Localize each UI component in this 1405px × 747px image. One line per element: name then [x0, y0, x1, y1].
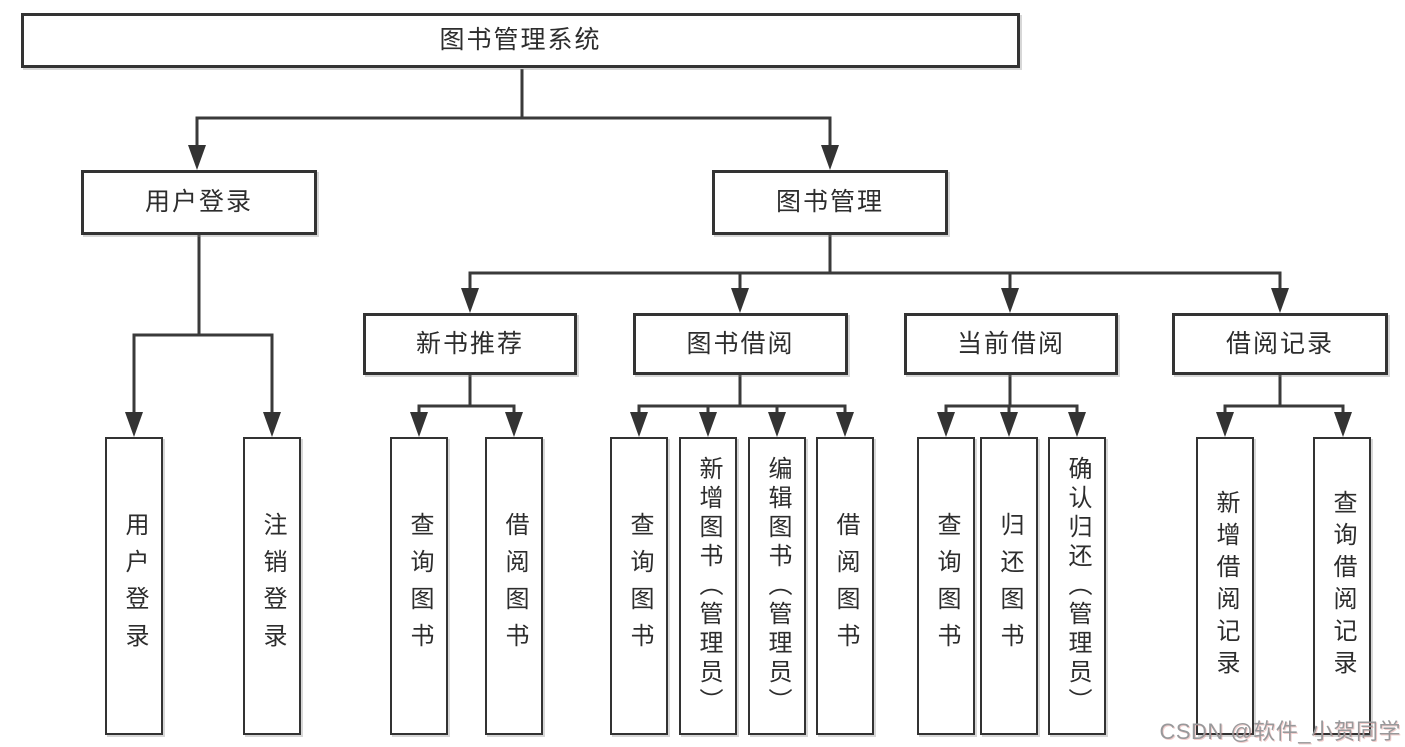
- leaf-add-books-admin: 新增图书（管理员）: [679, 437, 737, 735]
- connector-recommend-bracket: [417, 404, 516, 416]
- connector-level3-bracket: [468, 271, 1282, 291]
- connector-records-bracket: [1223, 404, 1345, 416]
- arrowhead-icon: [1000, 412, 1018, 437]
- arrowhead-icon: [188, 145, 206, 170]
- arrowhead-icon: [410, 412, 428, 437]
- arrowhead-icon: [1271, 288, 1289, 313]
- leaf-borrow-books-recommend: 借阅图书: [485, 437, 543, 735]
- arrowhead-icon: [630, 412, 648, 437]
- arrowhead-icon: [505, 412, 523, 437]
- connector-level1-bracket: [195, 116, 832, 150]
- node-new-book-recommend: 新书推荐: [363, 313, 577, 375]
- arrowhead-icon: [821, 145, 839, 170]
- csdn-watermark: CSDN @软件_小贺同学: [1159, 719, 1401, 744]
- arrowhead-icon: [1216, 412, 1234, 437]
- leaf-query-books-borrowing: 查询图书: [610, 437, 668, 735]
- leaf-logout: 注销登录: [243, 437, 301, 735]
- arrowhead-icon: [937, 412, 955, 437]
- leaf-query-books-current: 查询图书: [917, 437, 975, 735]
- leaf-user-login: 用户登录: [105, 437, 163, 735]
- leaf-query-borrow-record: 查询借阅记录: [1313, 437, 1371, 735]
- connector-borrowing-bracket: [637, 404, 847, 416]
- leaf-confirm-return-admin: 确认归还（管理员）: [1048, 437, 1106, 735]
- node-borrowing-records: 借阅记录: [1172, 313, 1388, 375]
- arrowhead-icon: [263, 412, 281, 437]
- arrowhead-icon: [1334, 412, 1352, 437]
- arrowhead-icon: [1001, 288, 1019, 313]
- leaf-edit-books-admin: 编辑图书（管理员）: [748, 437, 806, 735]
- node-user-login: 用户登录: [81, 170, 317, 235]
- arrowhead-icon: [836, 412, 854, 437]
- arrowhead-icon: [768, 412, 786, 437]
- arrowhead-icon: [731, 288, 749, 313]
- arrowhead-icon: [699, 412, 717, 437]
- node-book-borrowing: 图书借阅: [633, 313, 848, 375]
- node-root: 图书管理系统: [21, 13, 1020, 68]
- leaf-borrow-books-borrowing: 借阅图书: [816, 437, 874, 735]
- leaf-query-books-recommend: 查询图书: [390, 437, 448, 735]
- connector-userlogin-bracket: [132, 333, 274, 416]
- leaf-return-books: 归还图书: [980, 437, 1038, 735]
- leaf-add-borrow-record: 新增借阅记录: [1196, 437, 1254, 735]
- arrowhead-icon: [1068, 412, 1086, 437]
- node-book-management: 图书管理: [712, 170, 948, 235]
- arrowhead-icon: [125, 412, 143, 437]
- connector-level3-stubs: [738, 273, 1012, 291]
- node-current-borrowing: 当前借阅: [904, 313, 1118, 375]
- arrowhead-icon: [461, 288, 479, 313]
